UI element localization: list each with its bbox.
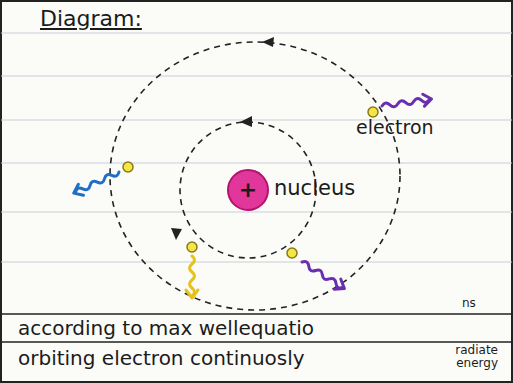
note-small: radiate energy bbox=[432, 344, 498, 370]
nucleus-label: nucleus bbox=[274, 178, 355, 199]
correction-note: ns bbox=[462, 297, 476, 309]
nucleus-circle: + bbox=[227, 169, 269, 211]
note-line: according to max wellequatio bbox=[18, 318, 314, 338]
note-line: orbiting electron continuosly bbox=[18, 348, 305, 368]
electron-label: electron bbox=[356, 118, 434, 137]
page-title: Diagram: bbox=[40, 8, 142, 30]
charge-sign: + bbox=[239, 179, 257, 201]
